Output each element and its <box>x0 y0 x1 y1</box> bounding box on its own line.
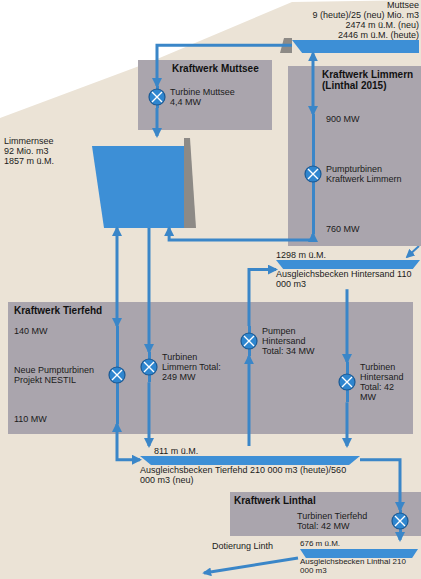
power-plant-box: Kraftwerk Limmern (Linthal 2015) 900 MW Pu… <box>288 66 421 246</box>
pump-turbine: 140 MW Neue Pumpturbinen Projekt NESTIL 11… <box>14 326 126 424</box>
power-plant-box: Kraftwerk Tierfehd 140 MW Neue Pumpturbine… <box>8 302 413 434</box>
turbine-symbol <box>140 352 158 382</box>
plant-heading: Kraftwerk Tierfehd <box>8 302 413 316</box>
node-text: Turbinen Hintersand Total: 42 MW <box>360 362 404 402</box>
turbine: Pumpen Hintersand Total: 34 MW <box>240 326 326 356</box>
reservoir: Limmernsee 92 Mio. m3 1857 m ü.M. <box>4 136 196 228</box>
node-text: 811 m ü.M. <box>140 446 360 456</box>
water-pipe <box>169 228 313 240</box>
node-text: 110 MW <box>14 414 104 424</box>
node-text: 900 MW <box>326 114 416 124</box>
turbine-symbol <box>240 326 258 356</box>
turbine-symbol <box>338 362 356 402</box>
turbine-symbol <box>148 86 166 108</box>
turbine-icon <box>140 358 158 376</box>
plant-heading: Kraftwerk Limmern (Linthal 2015) <box>288 66 421 91</box>
node-text: 760 MW <box>326 224 416 234</box>
node-text: Ausgleichsbecken Hintersand 110 000 m3 <box>276 269 420 289</box>
water-pipe <box>399 532 402 540</box>
node-text: Ausgleichsbecken Tierfehd 210 000 m3 (he… <box>140 465 360 485</box>
outflow-arrow <box>204 558 298 573</box>
water-pipe <box>116 228 119 326</box>
water-pipe <box>346 289 349 362</box>
water-pipe <box>249 270 276 326</box>
node-text: Muttsee <box>292 0 419 10</box>
node-text: Turbinen Tierfehd Total: 42 MW <box>297 511 387 531</box>
water-pipe <box>156 108 159 136</box>
node-text: 676 m ü.M. <box>300 540 418 549</box>
turbine-symbol <box>304 114 322 234</box>
turbine-icon <box>148 88 166 106</box>
water-pipe <box>312 53 315 114</box>
turbine: Turbinen Hintersand Total: 42 MW <box>338 362 404 402</box>
turbine-symbol <box>108 326 126 424</box>
turbine-icon <box>304 165 322 183</box>
flow-label: Dotierung Linth <box>212 541 273 551</box>
water-pipe <box>248 356 251 446</box>
plant-heading: Kraftwerk Linthal <box>230 492 421 506</box>
node-text: 2474 m ü.M. (neu) <box>292 20 419 30</box>
turbine: Turbinen Limmern Total: 249 MW <box>140 352 224 382</box>
node-text: Limmernsee 92 Mio. m3 1857 m ü.M. <box>4 136 64 166</box>
basin-water <box>276 260 420 269</box>
water-pipe <box>117 424 140 460</box>
equalizing-basin: 811 m ü.M. Ausgleichsbecken Tierfehd 210 … <box>140 446 360 485</box>
text-column: 900 MW Pumpturbinen Kraftwerk Limmern 760 … <box>326 114 416 234</box>
turbine-icon <box>391 512 409 530</box>
reservoir-water <box>292 40 419 53</box>
water-pipe <box>360 460 400 510</box>
inflow-arrow <box>407 246 419 257</box>
node-text: 140 MW <box>14 326 104 336</box>
text-column: 140 MW Neue Pumpturbinen Projekt NESTIL 11… <box>14 326 104 424</box>
basin-water <box>140 456 360 465</box>
water-pipe <box>346 402 349 446</box>
node-text: 2446 m ü.M. (heute) <box>292 30 419 40</box>
water-pipe <box>157 45 292 86</box>
node-text: Ausgleichsbecken Linthal 210 000 m3 <box>300 558 418 576</box>
node-text: Turbine Muttsee 4,4 MW <box>170 87 240 107</box>
equalizing-basin: 1298 m ü.M. Ausgleichsbecken Hintersand 1… <box>276 250 420 289</box>
turbine-icon <box>338 373 356 391</box>
turbine-icon <box>240 332 258 350</box>
node-text: 9 (heute)/25 (neu) Mio. m3 <box>292 10 419 20</box>
turbine: Turbinen Tierfehd Total: 42 MW <box>297 510 409 532</box>
water-pipe <box>148 228 151 352</box>
reservoir: Muttsee9 (heute)/25 (neu) Mio. m32474 m … <box>292 0 419 53</box>
pump-turbine: 900 MW Pumpturbinen Kraftwerk Limmern 760 … <box>304 114 416 234</box>
node-text: Turbinen Limmern Total: 249 MW <box>162 352 224 382</box>
basin-water <box>300 549 418 558</box>
node-text: Pumpturbinen Kraftwerk Limmern <box>326 164 416 184</box>
node-text: 1298 m ü.M. <box>276 250 420 260</box>
plant-heading: Kraftwerk Muttsee <box>138 60 272 74</box>
power-plant-box: Kraftwerk LinthalTurbinen Tierfehd Total… <box>230 492 421 536</box>
turbine: Turbine Muttsee 4,4 MW <box>148 86 240 108</box>
equalizing-basin: 676 m ü.M. Ausgleichsbecken Linthal 210 0… <box>300 540 418 576</box>
turbine-symbol <box>391 510 409 532</box>
water-pipe <box>148 382 151 446</box>
node-text: Neue Pumpturbinen Projekt NESTIL <box>14 365 104 385</box>
turbine-icon <box>108 366 126 384</box>
node-text: Pumpen Hintersand Total: 34 MW <box>262 326 326 356</box>
